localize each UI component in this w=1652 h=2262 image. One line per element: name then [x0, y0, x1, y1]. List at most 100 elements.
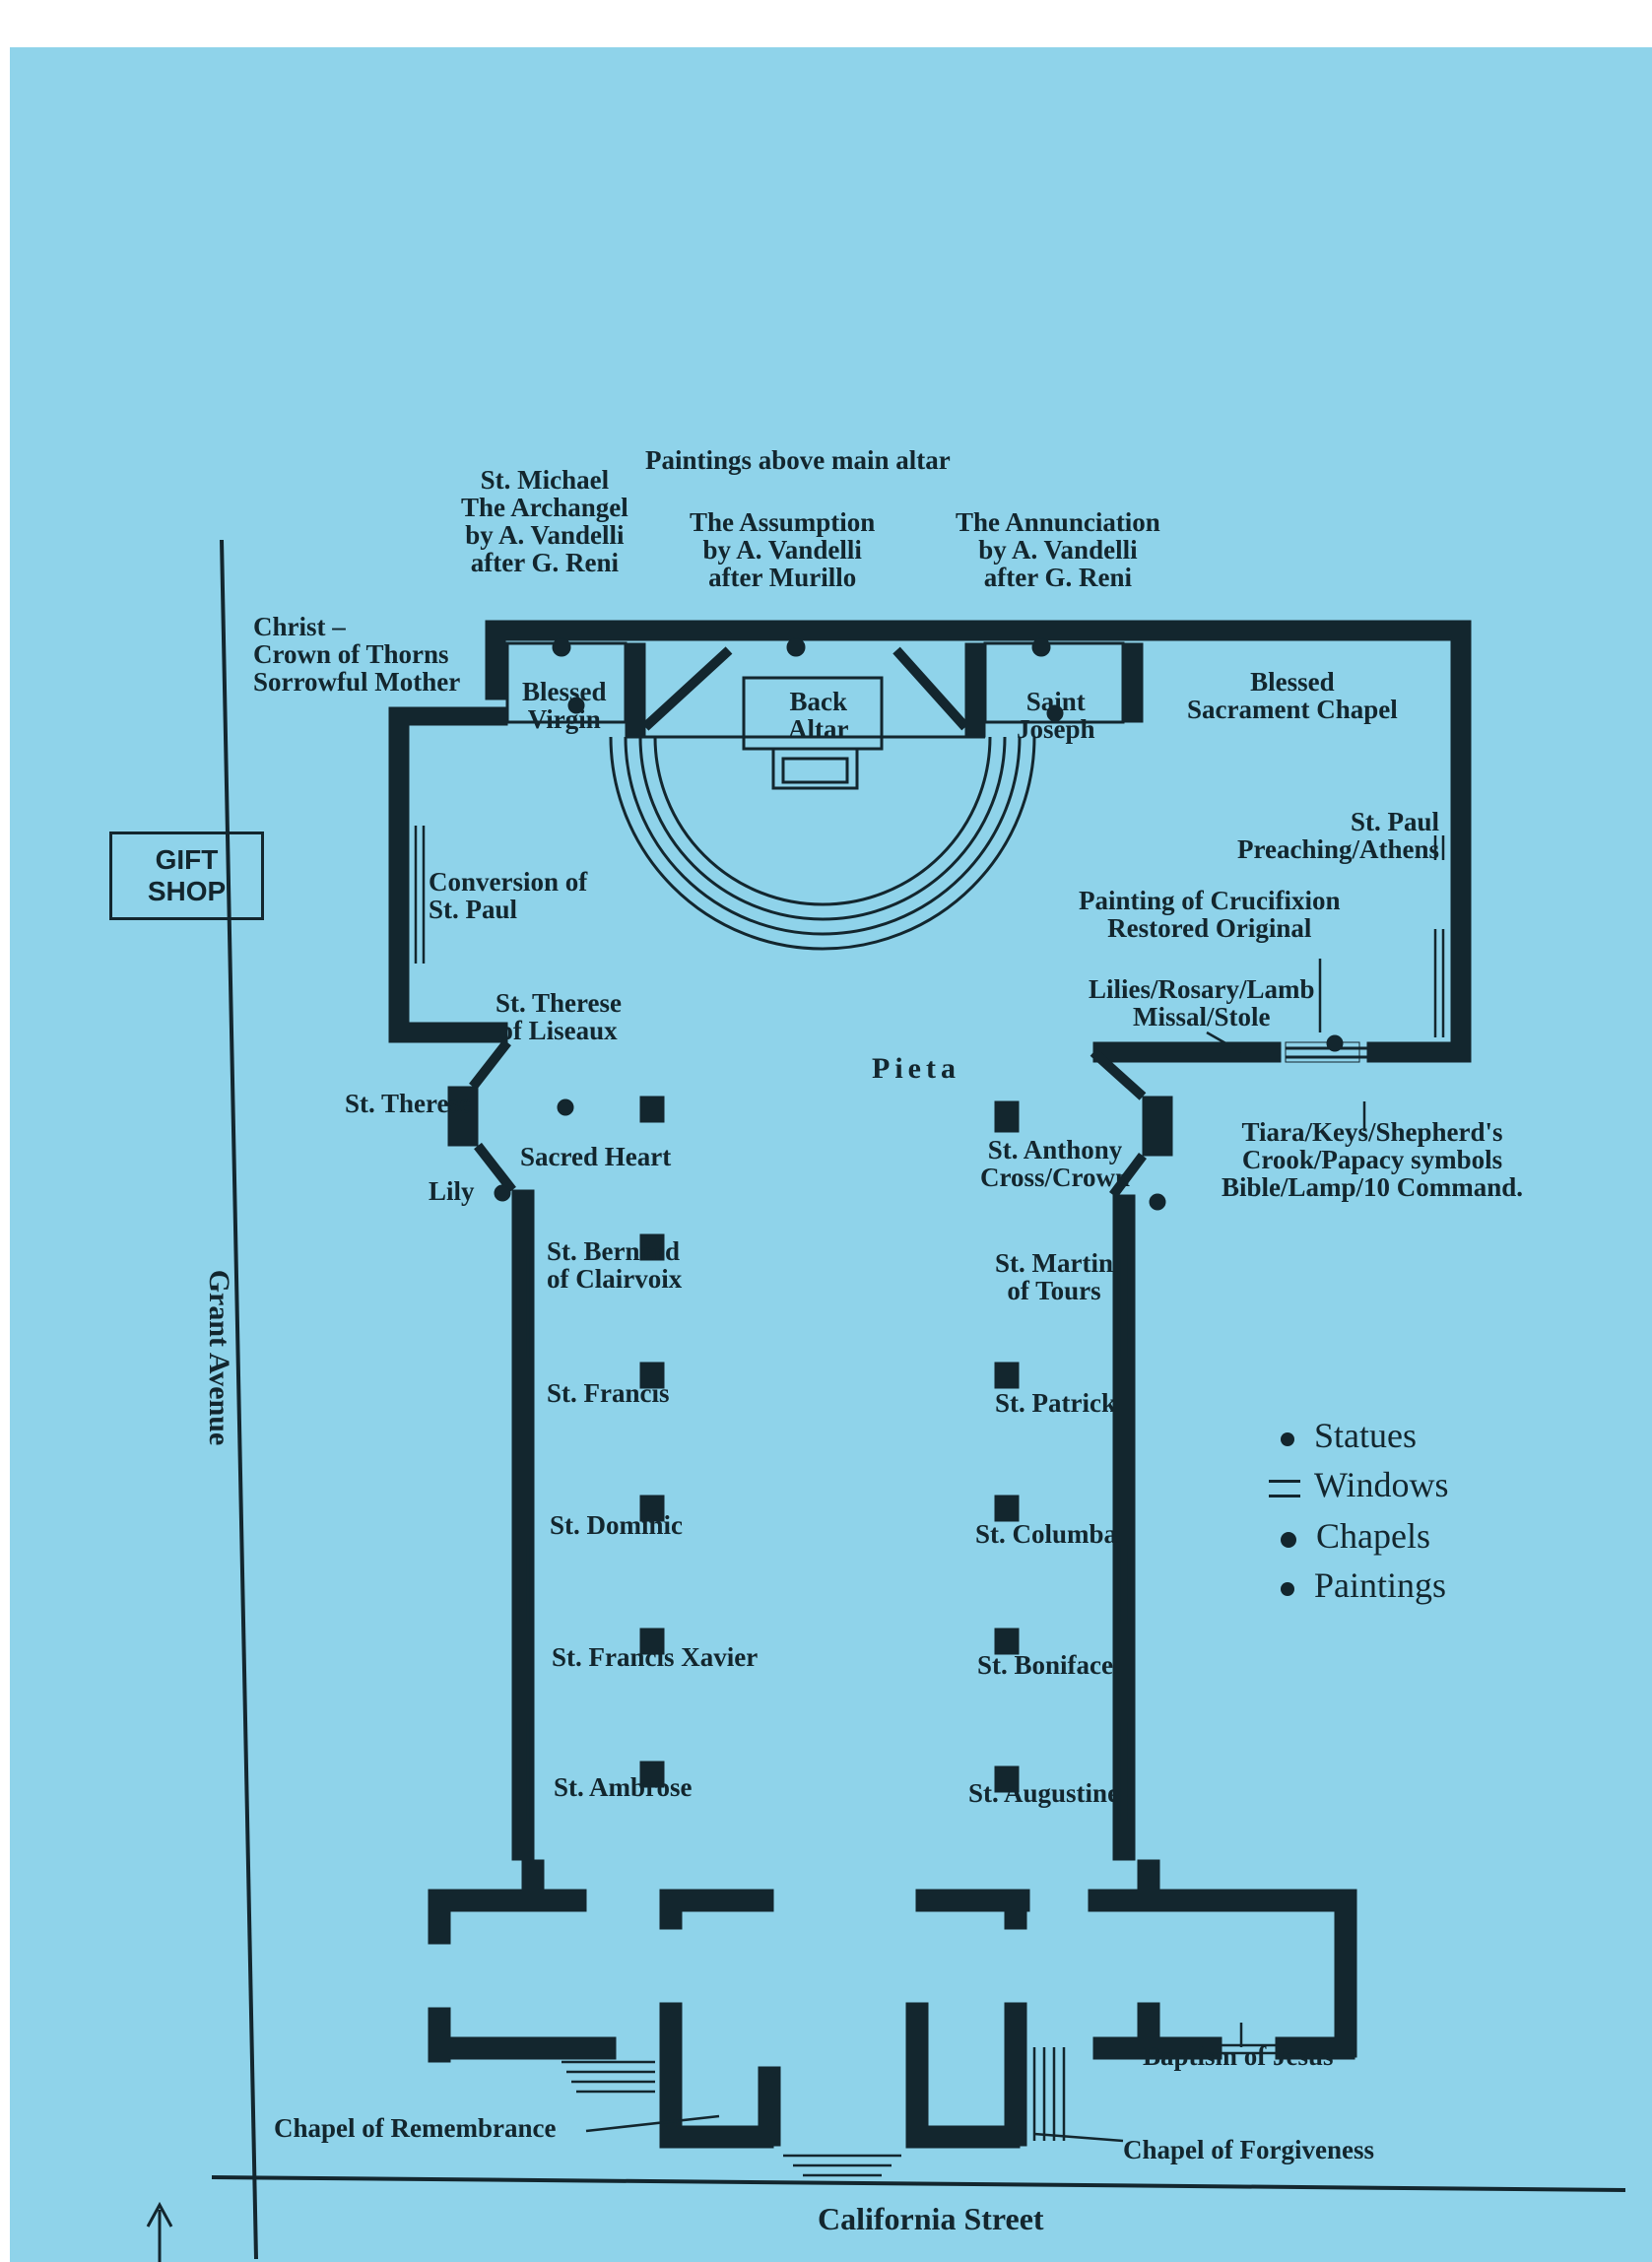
- window-markers: [414, 826, 1445, 1821]
- sanctuary: [505, 641, 1125, 951]
- label-line: Conversion of: [429, 867, 588, 897]
- label-line: Crown of Thorns: [253, 639, 449, 669]
- label-saint-joseph: Saint Joseph: [1017, 688, 1095, 743]
- window-st-francis-xavier: St. Francis Xavier: [552, 1642, 759, 1672]
- label-chapel-of-remembrance: Chapel of Remembrance: [274, 2113, 557, 2143]
- north-arrow-icon: [146, 2201, 173, 2262]
- floor-plan-drawing: [146, 539, 1626, 2262]
- label-therese-liseaux: St. Therese of Liseaux: [496, 989, 622, 1044]
- painting-annunciation: The Annunciation by A. Vandelli after G.…: [956, 508, 1160, 591]
- window-st-boniface: St. Boniface: [977, 1650, 1113, 1680]
- label-line: Virgin: [527, 704, 601, 734]
- label-chapel-of-forgiveness: Chapel of Forgiveness: [1123, 2135, 1374, 2164]
- legend-label: Chapels: [1316, 1516, 1430, 1556]
- california-street-line: [211, 2175, 1626, 2192]
- label-line: Restored Original: [1107, 913, 1312, 943]
- legend-label: Statues: [1314, 1416, 1417, 1455]
- label-st-anthony: St. Anthony Cross/Crown: [980, 1136, 1130, 1191]
- label-line: St. Martin: [995, 1248, 1113, 1278]
- statue-dots: [494, 637, 1344, 1211]
- label-pieta: Pieta: [872, 1052, 960, 1085]
- label-line: Crook/Papacy symbols: [1241, 1145, 1503, 1174]
- label-sacrament-chapel: Blessed Sacrament Chapel: [1187, 668, 1398, 723]
- label-line: of Liseaux: [499, 1016, 618, 1045]
- gift-shop-box: GIFT SHOP: [109, 832, 264, 920]
- label-baptism-of-jesus: Baptism of Jesus: [1143, 2041, 1334, 2071]
- painting-line: The Archangel: [461, 493, 628, 522]
- painting-assumption: The Assumption by A. Vandelli after Muri…: [690, 508, 875, 591]
- label-line: of Clairvoix: [547, 1264, 683, 1294]
- label-line: Cross/Crown: [980, 1163, 1131, 1192]
- label-line: St. Therese: [496, 988, 622, 1018]
- label-lilies-rosary: Lilies/Rosary/Lamb Missal/Stole: [1089, 975, 1315, 1031]
- painting-line: by A. Vandelli: [465, 520, 625, 550]
- painting-st-michael: St. Michael The Archangel by A. Vandelli…: [461, 466, 628, 576]
- legend-windows: Windows: [1269, 1466, 1449, 1503]
- window-st-ambrose: St. Ambrose: [554, 1772, 693, 1802]
- label-line: Sorrowful Mother: [253, 667, 461, 697]
- legend-label: Windows: [1314, 1465, 1449, 1504]
- label-st-paul-preaching: St. Paul Preaching/Athens: [1237, 808, 1439, 863]
- window-st-patrick: St. Patrick: [995, 1388, 1116, 1418]
- pointer-arrows: [585, 959, 1366, 2143]
- nave-pillars: [639, 1096, 1020, 1793]
- label-grant-avenue: Grant Avenue: [203, 1269, 235, 1446]
- painting-line: after G. Reni: [470, 548, 619, 577]
- label-conversion-st-paul: Conversion of St. Paul: [429, 868, 587, 923]
- narthex-walls: [428, 1859, 1357, 2149]
- painting-line: by A. Vandelli: [978, 535, 1138, 565]
- window-st-francis: St. Francis: [547, 1378, 670, 1408]
- label-line: Tiara/Keys/Shepherd's: [1241, 1117, 1503, 1147]
- label-crucifixion-painting: Painting of Crucifixion Restored Origina…: [1079, 887, 1341, 942]
- label-line: St. Paul: [429, 895, 518, 924]
- dot-icon: [1281, 1531, 1296, 1548]
- label-line: Christ –: [253, 612, 346, 641]
- label-line: St. Anthony: [987, 1135, 1123, 1164]
- steps: [562, 2043, 1276, 2177]
- label-back-altar: Back Altar: [788, 688, 848, 743]
- label-california-street: California Street: [818, 2201, 1044, 2236]
- label-line: Altar: [788, 714, 849, 744]
- label-line: Blessed: [1250, 667, 1335, 697]
- label-line: Bible/Lamp/10 Command.: [1222, 1172, 1524, 1202]
- label-line: Painting of Crucifixion: [1079, 886, 1341, 915]
- window-st-dominic: St. Dominic: [550, 1510, 683, 1540]
- legend-statues: Statues: [1281, 1417, 1417, 1454]
- label-line: Blessed: [522, 677, 607, 706]
- painting-line: by A. Vandelli: [702, 535, 862, 565]
- label-st-therese: St. Therese: [345, 1089, 471, 1118]
- window-st-bernard: St. Bernard of Clairvoix: [547, 1237, 682, 1293]
- label-line: Sacrament Chapel: [1187, 695, 1398, 724]
- label-line: Missal/Stole: [1133, 1002, 1271, 1031]
- grant-avenue-line: [220, 539, 258, 2260]
- label-line: Preaching/Athens: [1236, 834, 1439, 864]
- painting-line: The Assumption: [690, 507, 876, 537]
- gift-shop-line: SHOP: [147, 876, 227, 906]
- label-line: Saint: [1025, 687, 1086, 716]
- label-lily: Lily: [429, 1176, 475, 1206]
- label-christ: Christ – Crown of Thorns Sorrowful Mothe…: [253, 613, 460, 696]
- paintings-above-altar-title: Paintings above main altar: [645, 445, 951, 475]
- legend-chapels: Chapels: [1281, 1517, 1430, 1555]
- double-line-icon: [1269, 1479, 1300, 1497]
- painting-line: St. Michael: [480, 465, 610, 495]
- label-line: of Tours: [1007, 1276, 1101, 1305]
- painting-line: after Murillo: [708, 563, 857, 592]
- label-line: Back: [789, 687, 847, 716]
- painting-line: after G. Reni: [983, 563, 1133, 592]
- label-blessed-virgin: Blessed Virgin: [522, 678, 607, 733]
- label-line: St. Bernard: [547, 1236, 680, 1266]
- gift-shop-line: GIFT: [155, 844, 219, 875]
- church-walls: [388, 620, 1472, 1861]
- window-st-martin: St. Martin of Tours: [995, 1249, 1113, 1304]
- floor-plan-sheet: Paintings above main altar St. Michael T…: [10, 47, 1652, 2262]
- window-st-columba: St. Columba: [975, 1519, 1118, 1549]
- label-line: Joseph: [1017, 714, 1095, 744]
- legend-paintings: Paintings: [1281, 1566, 1446, 1604]
- dot-icon: [1281, 1431, 1294, 1446]
- dot-icon: [1281, 1581, 1294, 1596]
- label-line: St. Paul: [1350, 807, 1439, 836]
- window-st-augustine: St. Augustine: [968, 1778, 1120, 1808]
- painting-line: The Annunciation: [956, 507, 1160, 537]
- label-sacred-heart: Sacred Heart: [520, 1142, 672, 1171]
